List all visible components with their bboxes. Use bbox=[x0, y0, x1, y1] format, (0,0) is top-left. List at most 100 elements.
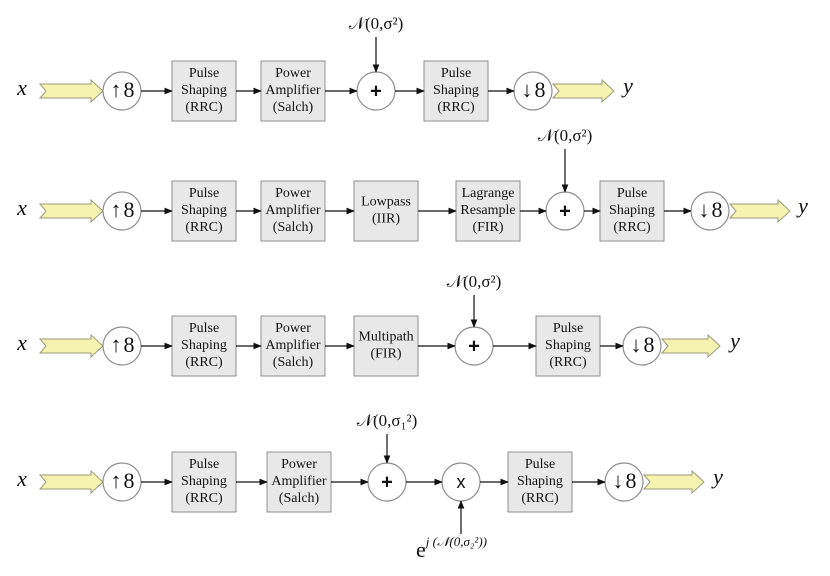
plus-symbol: + bbox=[559, 200, 571, 222]
block-label: (RRC) bbox=[185, 220, 223, 235]
block-label: Power bbox=[275, 321, 311, 336]
noise-label: 𝒩(0,σ²) bbox=[349, 14, 404, 33]
output-arrow bbox=[551, 78, 615, 104]
input-label: x bbox=[16, 195, 27, 220]
upsampler-circle bbox=[102, 191, 142, 231]
up-arrow-symbol: ↑ bbox=[111, 77, 122, 102]
rate-factor: 8 bbox=[124, 77, 135, 102]
block-box bbox=[353, 315, 419, 377]
output-arrow bbox=[642, 469, 705, 495]
phase-noise-label: ej (𝒩(0,σ₂²)) bbox=[416, 534, 487, 562]
block-box bbox=[266, 451, 332, 513]
block-box bbox=[535, 315, 601, 377]
block-box bbox=[260, 180, 326, 242]
block-label: Pulse bbox=[617, 186, 647, 201]
block-label: (Salch) bbox=[273, 220, 314, 235]
rate-factor: 8 bbox=[644, 332, 655, 357]
output-label: y bbox=[711, 464, 723, 489]
input-arrow bbox=[38, 78, 104, 104]
block-label: Amplifier bbox=[265, 83, 321, 98]
block-label: Power bbox=[281, 457, 317, 472]
chain-1: x↑8PulseShaping(RRC)PowerAmplifier(Salch… bbox=[16, 14, 633, 122]
rate-factor: 8 bbox=[124, 332, 135, 357]
output-arrow bbox=[660, 333, 721, 359]
downsampler-circle bbox=[513, 71, 553, 111]
noise-label: 𝒩(0,σ²) bbox=[447, 272, 502, 291]
upsampler-circle bbox=[102, 326, 142, 366]
block-label: Resample bbox=[460, 203, 515, 218]
block-label: (FIR) bbox=[370, 347, 401, 362]
input-label: x bbox=[16, 466, 27, 491]
block-label: Pulse bbox=[525, 457, 555, 472]
output-label: y bbox=[728, 328, 740, 353]
block-label: Power bbox=[275, 66, 311, 81]
output-label: y bbox=[621, 73, 633, 98]
down-arrow-symbol: ↓ bbox=[522, 77, 533, 102]
block-label: (Salch) bbox=[279, 491, 320, 506]
block-label: (Salch) bbox=[273, 355, 314, 370]
block-label: Pulse bbox=[189, 457, 219, 472]
block-box bbox=[260, 60, 326, 122]
rate-factor: 8 bbox=[124, 197, 135, 222]
up-arrow-symbol: ↑ bbox=[111, 468, 122, 493]
block-box bbox=[423, 60, 489, 122]
block-label: Multipath bbox=[358, 330, 413, 345]
block-label: Shaping bbox=[517, 474, 563, 489]
block-label: Shaping bbox=[181, 83, 227, 98]
plus-symbol: + bbox=[381, 471, 393, 493]
block-label: Lagrange bbox=[462, 186, 515, 201]
block-label: Power bbox=[275, 186, 311, 201]
input-arrow bbox=[38, 333, 104, 359]
block-label: Pulse bbox=[189, 66, 219, 81]
block-label: Pulse bbox=[553, 321, 583, 336]
up-arrow-symbol: ↑ bbox=[111, 197, 122, 222]
times-symbol: x bbox=[457, 472, 466, 492]
block-label: (RRC) bbox=[613, 220, 651, 235]
downsampler-circle bbox=[690, 191, 730, 231]
block-label: Amplifier bbox=[265, 203, 321, 218]
downsampler-circle bbox=[622, 326, 662, 366]
plus-symbol: + bbox=[370, 80, 382, 102]
chain-2: x↑8PulseShaping(RRC)PowerAmplifier(Salch… bbox=[16, 126, 808, 242]
plus-symbol: + bbox=[468, 335, 480, 357]
chain-4: x↑8PulseShaping(RRC)PowerAmplifier(Salch… bbox=[16, 411, 723, 562]
down-arrow-symbol: ↓ bbox=[613, 468, 624, 493]
down-arrow-symbol: ↓ bbox=[699, 197, 710, 222]
block-label: Amplifier bbox=[271, 474, 327, 489]
block-label: Pulse bbox=[441, 66, 471, 81]
block-label: Shaping bbox=[609, 203, 655, 218]
block-label: Amplifier bbox=[265, 338, 321, 353]
output-arrow bbox=[728, 198, 791, 224]
block-label: Pulse bbox=[189, 321, 219, 336]
block-box bbox=[353, 180, 419, 242]
upsampler-circle bbox=[102, 462, 142, 502]
noise-label: 𝒩(0,σ₁²) bbox=[357, 411, 418, 430]
block-label: Shaping bbox=[181, 474, 227, 489]
input-arrow bbox=[38, 198, 104, 224]
input-label: x bbox=[16, 330, 27, 355]
output-label: y bbox=[796, 193, 808, 218]
upsampler-circle bbox=[102, 71, 142, 111]
input-label: x bbox=[16, 75, 27, 100]
chains-layer: x↑8PulseShaping(RRC)PowerAmplifier(Salch… bbox=[16, 14, 808, 562]
chain-3: x↑8PulseShaping(RRC)PowerAmplifier(Salch… bbox=[16, 272, 740, 377]
down-arrow-symbol: ↓ bbox=[631, 332, 642, 357]
block-label: Pulse bbox=[189, 186, 219, 201]
block-label: (RRC) bbox=[437, 100, 475, 115]
rate-factor: 8 bbox=[535, 77, 546, 102]
block-box bbox=[171, 451, 237, 513]
block-label: (FIR) bbox=[472, 220, 503, 235]
rate-factor: 8 bbox=[712, 197, 723, 222]
block-label: (RRC) bbox=[185, 491, 223, 506]
block-label: (Salch) bbox=[273, 100, 314, 115]
block-box bbox=[171, 180, 237, 242]
block-label: Lowpass bbox=[361, 195, 411, 210]
block-box bbox=[171, 315, 237, 377]
block-label: (RRC) bbox=[185, 355, 223, 370]
block-label: Shaping bbox=[181, 338, 227, 353]
block-label: Shaping bbox=[433, 83, 479, 98]
block-box bbox=[455, 180, 521, 242]
block-label: (IIR) bbox=[372, 212, 400, 227]
block-box bbox=[171, 60, 237, 122]
